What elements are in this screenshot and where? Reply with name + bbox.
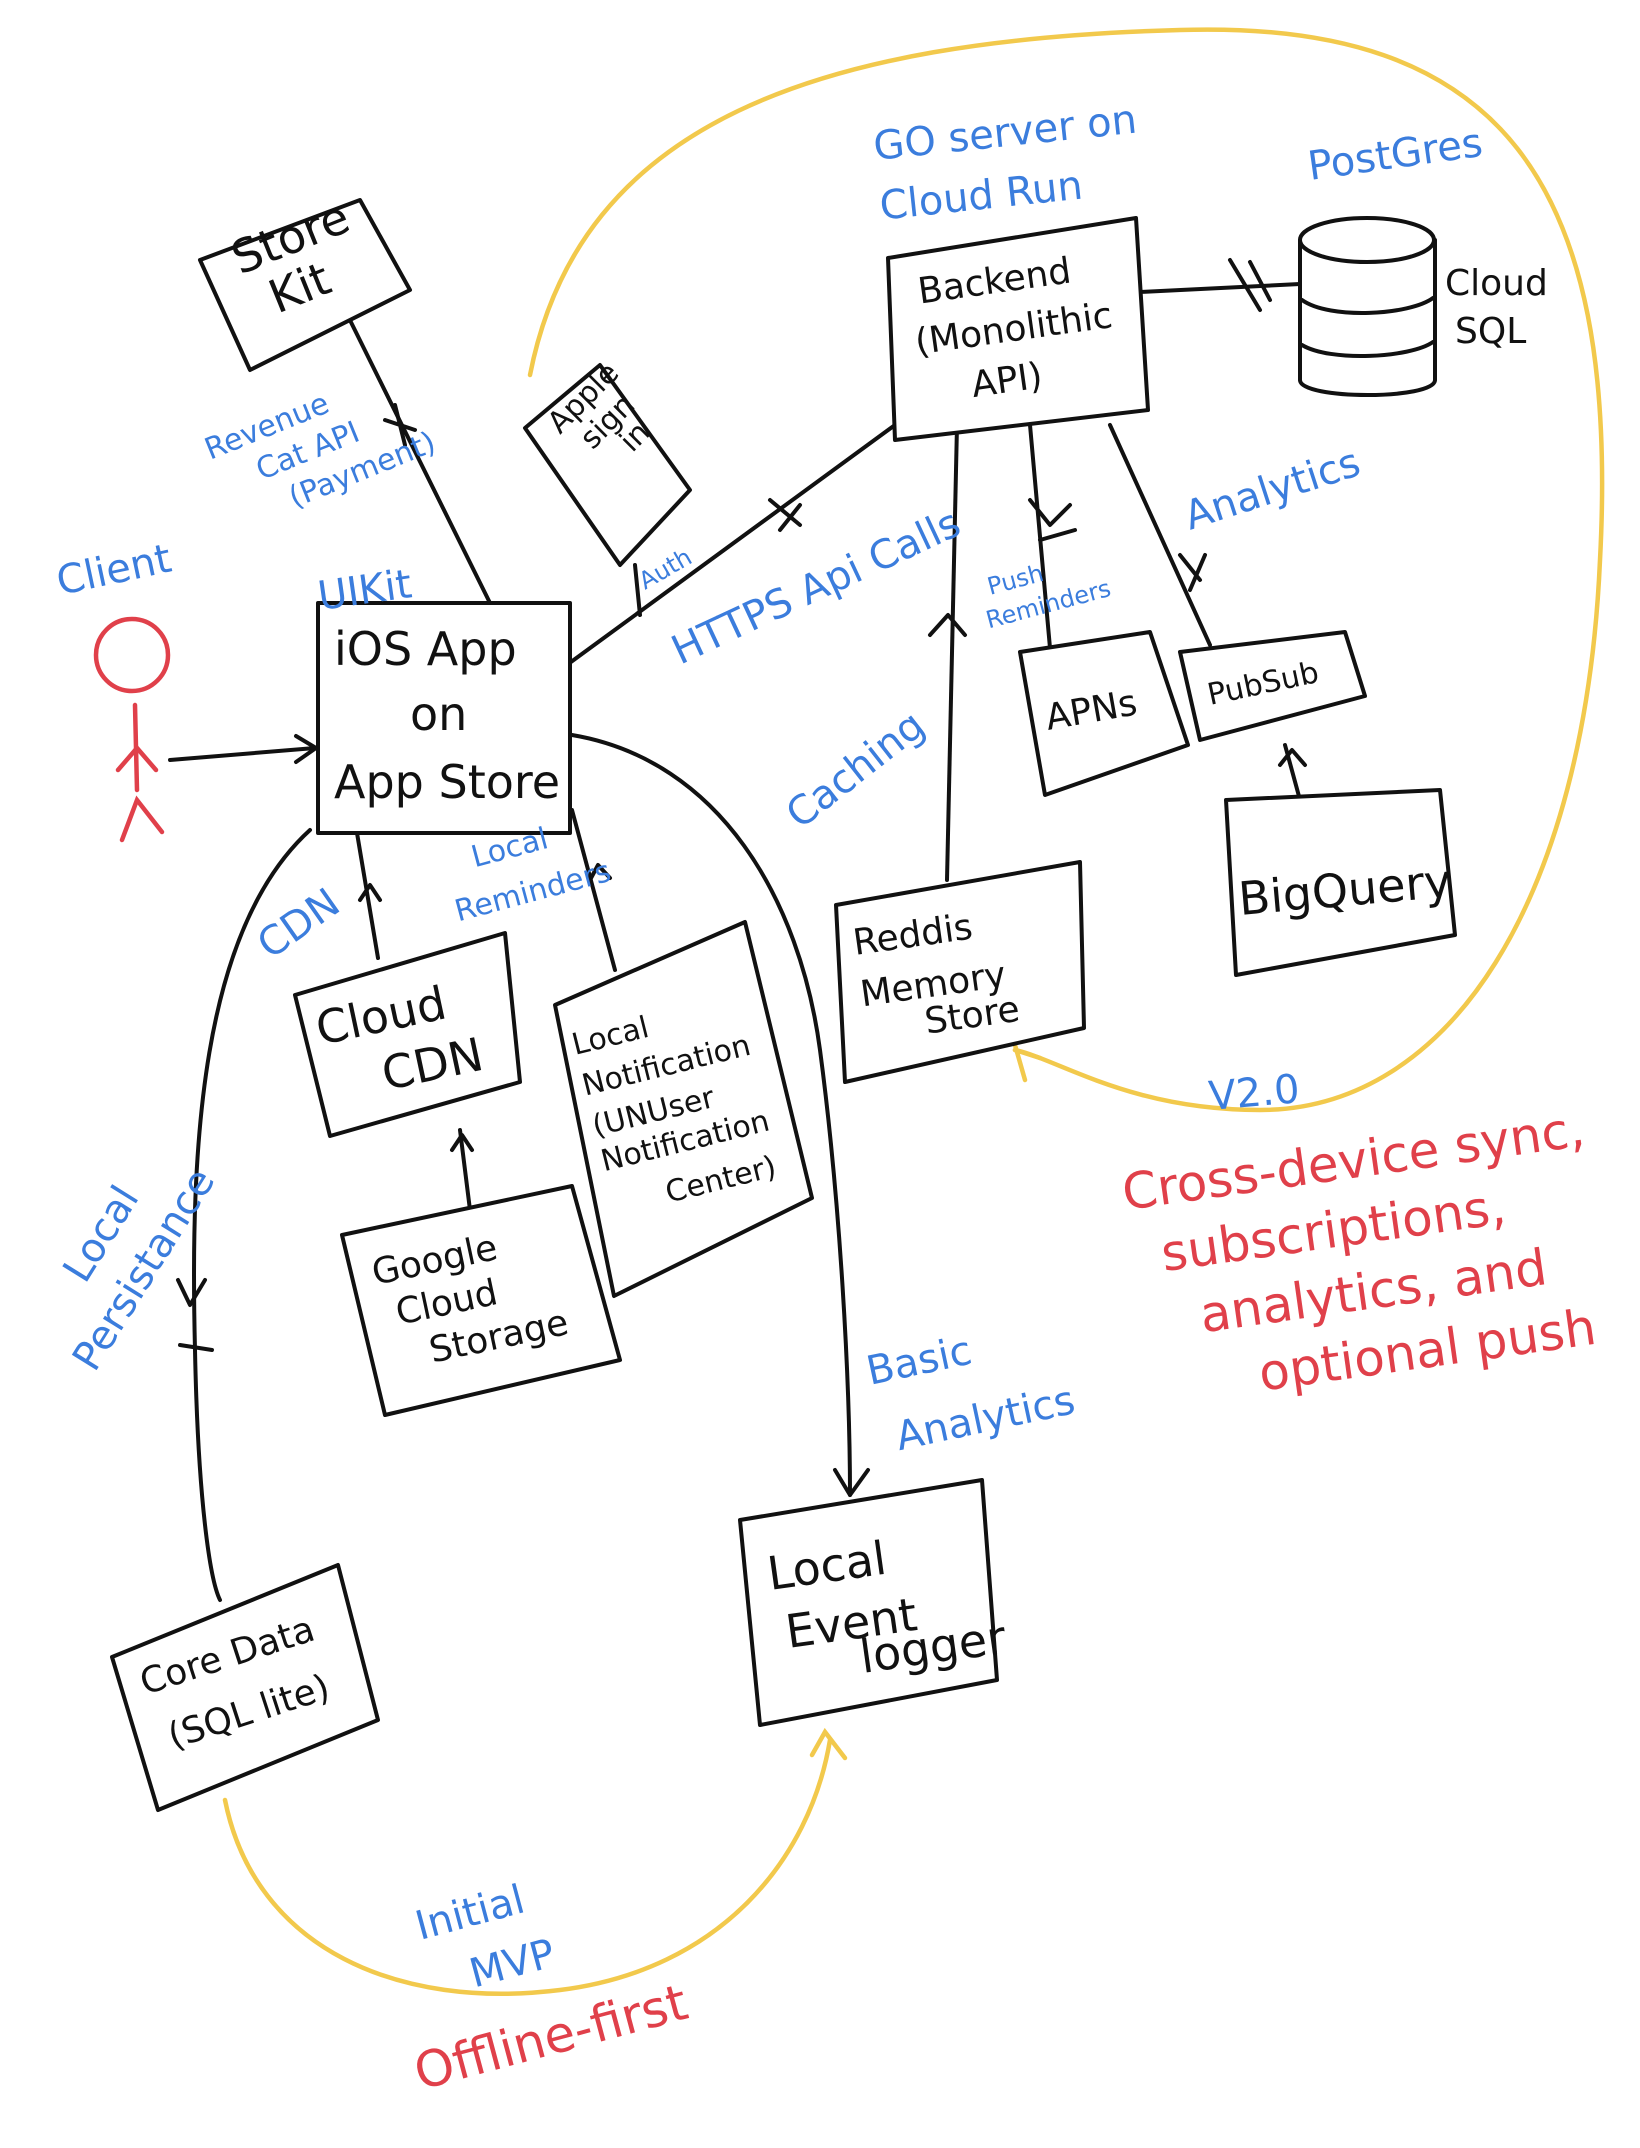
pubsub-box <box>1178 630 1367 742</box>
client-legs <box>119 795 165 843</box>
redis-box <box>834 860 1086 1084</box>
ios-app-box <box>316 601 572 835</box>
edge-ios-coredata <box>191 828 312 1602</box>
mark-https <box>768 498 802 532</box>
edge-backend-redis <box>945 423 959 882</box>
mark-redis <box>928 613 967 637</box>
cloud-cdn-box <box>293 931 522 1138</box>
mark-cdn <box>358 883 382 902</box>
v2-loop-arrow <box>1012 1042 1043 1083</box>
edge-ios-storekit <box>338 298 492 605</box>
mark-bigquery <box>1278 748 1307 767</box>
edge-backend-db <box>1138 282 1302 294</box>
cdn-label: CDN <box>249 880 348 969</box>
connectors <box>168 258 1307 1602</box>
bigquery-box <box>1224 788 1457 977</box>
client-head <box>93 616 171 694</box>
ios-app-label: iOS App on App Store <box>334 622 560 809</box>
v2-loop <box>527 27 1605 1113</box>
edge-client-ios <box>168 746 317 762</box>
edge-backend-pubsub <box>1108 423 1212 647</box>
apple-sign-in-box <box>523 363 692 567</box>
analytics-label: Analytics <box>1179 440 1366 540</box>
mark-db <box>1228 258 1272 312</box>
revenuecat-label: Revenue Cat API (Payment) <box>200 355 441 538</box>
store-kit-box <box>198 198 412 372</box>
backend-box <box>886 216 1150 442</box>
edge-ios-cdn <box>355 831 380 960</box>
apns-box <box>1018 630 1190 797</box>
edge-ios-backend <box>558 423 897 672</box>
db-top <box>1298 216 1436 264</box>
client-label: Client <box>53 536 176 605</box>
basic-analytics-label: Basic Analytics <box>863 1309 1079 1463</box>
edge-cdn-gcs <box>458 1128 472 1212</box>
edge-ios-eventlogger <box>570 733 852 1497</box>
event-logger-box <box>738 1478 999 1727</box>
gcs-box <box>340 1184 622 1417</box>
https-label: HTTPS Api Calls <box>665 500 968 674</box>
edge-backend-apns <box>1028 423 1052 650</box>
mark-storekit <box>383 403 417 447</box>
v2-label: V2.0 <box>1207 1066 1302 1120</box>
arrow-eventlogger <box>833 1468 870 1497</box>
mvp-loop-arrow <box>809 1727 848 1761</box>
caching-label: Caching <box>778 702 934 838</box>
go-server-label: GO server on Cloud Run <box>871 95 1158 229</box>
v2-description: Cross-device sync, subscriptions, analyt… <box>1119 1097 1632 1418</box>
mark-localnotif <box>588 863 612 882</box>
mark-coredata <box>176 1278 214 1352</box>
client-arms <box>115 744 159 773</box>
postgres-label: PostGres <box>1305 120 1485 190</box>
database-icon <box>1298 216 1437 397</box>
db-band-1 <box>1300 296 1435 315</box>
auth-label: Auth <box>634 543 697 595</box>
mark-gcs <box>450 1133 474 1152</box>
postgres-db-label: Cloud SQL <box>1445 263 1559 352</box>
mark-pubsub <box>1178 553 1207 592</box>
gcs-label: Google Cloud Storage <box>368 1216 572 1380</box>
mvp-loop <box>222 1737 833 1996</box>
client-actor <box>93 616 171 843</box>
edge-ios-localnotif <box>570 808 617 972</box>
db-band-2 <box>1300 340 1435 358</box>
mark-apns <box>1028 498 1077 542</box>
local-notif-box <box>553 920 814 1298</box>
edge-auth <box>633 563 642 617</box>
core-data-box <box>110 1563 380 1812</box>
